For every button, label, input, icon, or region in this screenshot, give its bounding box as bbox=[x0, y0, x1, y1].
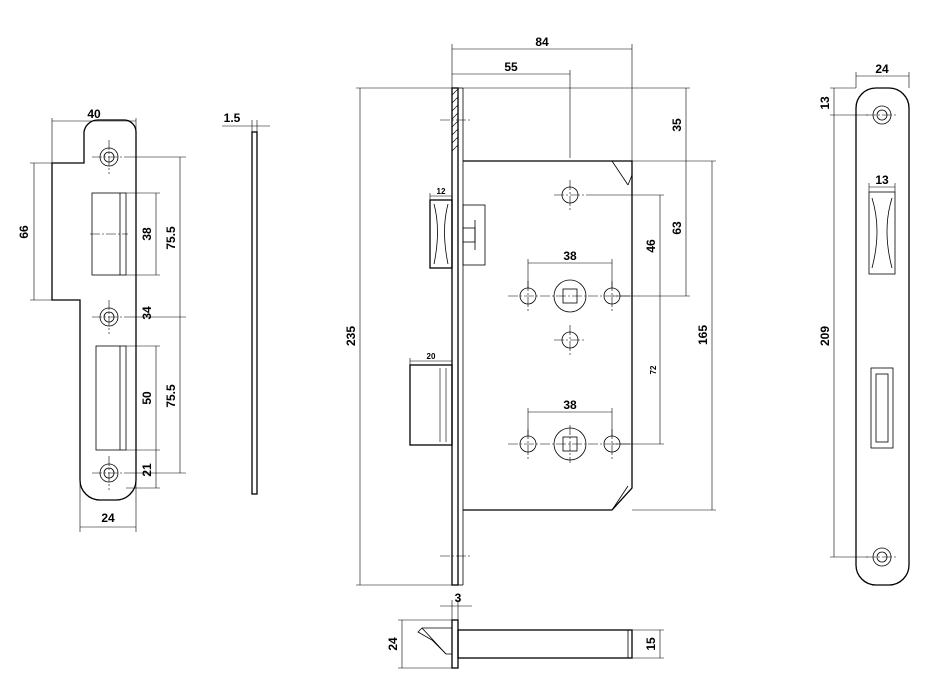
dim-faceplate-3: 3 bbox=[455, 591, 462, 605]
dim-front-width-24: 24 bbox=[875, 62, 889, 76]
dim-63: 63 bbox=[670, 221, 684, 235]
dim-strike-height-66: 66 bbox=[17, 225, 31, 239]
strike-side-view: 1.5 bbox=[222, 111, 270, 495]
dim-spindle-spacing-38-top: 38 bbox=[563, 249, 577, 263]
front-bolt-opening bbox=[870, 367, 894, 449]
dim-front-13-top: 13 bbox=[818, 96, 832, 110]
lock-body: 12 20 84 bbox=[344, 35, 716, 586]
dim-faceplate-24: 24 bbox=[386, 637, 400, 651]
dim-plate-thickness-1-5: 1.5 bbox=[224, 111, 241, 125]
front-plate: 24 13 13 209 bbox=[818, 62, 910, 586]
dim-strike-width-40: 40 bbox=[87, 107, 101, 121]
dim-backset-55: 55 bbox=[504, 60, 518, 74]
latch-bolt bbox=[429, 199, 453, 269]
dim-strike-slot-50: 50 bbox=[140, 391, 154, 405]
dim-backset-84: 84 bbox=[535, 35, 549, 49]
dim-case-height-165: 165 bbox=[696, 325, 710, 345]
dim-bolt-20: 20 bbox=[427, 352, 436, 361]
dim-35: 35 bbox=[670, 118, 684, 132]
front-latch-opening bbox=[868, 191, 896, 275]
bottom-case bbox=[457, 629, 633, 659]
lock-bottom-view: 24 3 15 bbox=[386, 591, 664, 669]
dim-strike-width-24: 24 bbox=[101, 511, 115, 525]
dim-front-height-209: 209 bbox=[818, 326, 832, 346]
bottom-forend bbox=[451, 619, 459, 669]
dim-46: 46 bbox=[644, 239, 658, 253]
lock-case bbox=[463, 160, 633, 511]
strike-side-profile bbox=[251, 131, 258, 495]
dim-bolt-15: 15 bbox=[644, 637, 658, 651]
dim-body-height-235: 235 bbox=[344, 326, 358, 346]
dim-strike-hole-21: 21 bbox=[140, 463, 154, 477]
strike-plate: 40 66 38 75.5 34 50 75.5 21 24 bbox=[17, 107, 186, 532]
dim-strike-pitch-75-5-top: 75.5 bbox=[164, 226, 178, 250]
dead-bolt bbox=[409, 364, 453, 446]
dim-spindle-spacing-38-bottom: 38 bbox=[563, 398, 577, 412]
dim-strike-hole-34: 34 bbox=[140, 306, 154, 320]
latch-housing bbox=[462, 204, 486, 266]
dim-front-slot-13: 13 bbox=[875, 173, 889, 187]
dim-strike-pitch-75-5-bottom: 75.5 bbox=[164, 384, 178, 408]
front-plate-outline bbox=[855, 87, 910, 586]
dim-latch-12: 12 bbox=[437, 187, 446, 196]
dim-strike-slot-38: 38 bbox=[140, 227, 154, 241]
strike-bolt-slot bbox=[95, 345, 127, 451]
lock-forend bbox=[451, 87, 459, 586]
strike-plate-outline bbox=[51, 119, 137, 501]
dim-72: 72 bbox=[649, 365, 658, 374]
